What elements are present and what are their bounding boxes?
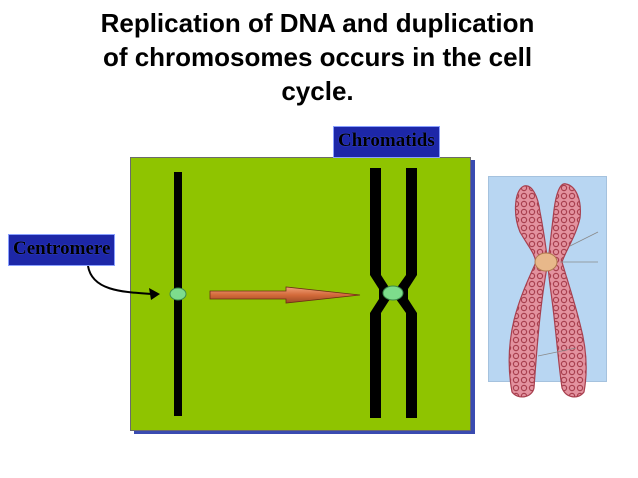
chromosome-micrograph-panel: [488, 176, 607, 382]
replication-arrow: [209, 286, 361, 304]
micrograph-pointer-line-1: [569, 231, 599, 247]
sister-chromatid-right: [396, 168, 417, 418]
micrograph-centromere: [534, 252, 558, 272]
title-line-2: of chromosomes occurs in the cell: [102, 42, 533, 72]
micrograph-chromatid-left: [508, 185, 549, 398]
slide-title: Replication of DNA and duplication of ch…: [30, 6, 605, 108]
centromere-dot-single: [169, 287, 187, 301]
micrograph-pointer-line-3: [537, 347, 577, 357]
title-line-1: Replication of DNA and duplication: [100, 8, 535, 38]
sister-chromatid-left: [370, 168, 390, 418]
micrograph-chromatid-right: [547, 183, 587, 398]
centromere-pointer-arrow: [87, 265, 153, 295]
micrograph-chromosome: [508, 183, 599, 398]
title-line-3: cycle.: [281, 76, 354, 106]
centromere-dot-duplicated: [382, 285, 404, 301]
centromere-label: Centromere: [8, 234, 116, 266]
centromere-pointer-arrowhead: [149, 288, 160, 300]
chromatids-label: Chromatids: [333, 126, 440, 158]
